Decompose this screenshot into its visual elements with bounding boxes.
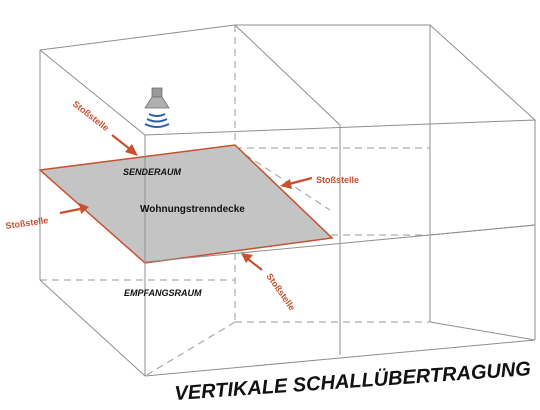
back-floor-edge-left (144, 321, 236, 377)
junction-arrow-left (59, 203, 89, 215)
junction-label-left: Stoßstelle (5, 215, 49, 231)
top-front-edge (39, 24, 537, 136)
junction-arrow-top (111, 134, 138, 156)
speaker-icon (144, 87, 170, 128)
upper-partition-diagonal (234, 147, 331, 211)
bottom-front-edge (144, 339, 536, 377)
bottom-right-edge (429, 321, 536, 341)
junction-label-top: Stoßstelle (71, 99, 111, 133)
bottom-left-edge (39, 279, 146, 377)
junction-arrow-right (280, 176, 313, 189)
sender-room-label: SENDERAUM (123, 167, 182, 177)
separating-floor-label: Wohnungstrenndecke (140, 204, 245, 215)
receiver-room-label: EMPFANGSRAUM (124, 288, 202, 298)
visible-edges (39, 24, 537, 377)
junction-arrows (59, 134, 313, 271)
junction-arrow-bottom (241, 253, 263, 271)
diagram-title: VERTIKALE SCHALLÜBERTRAGUNG (174, 357, 532, 405)
top-middle-edge (234, 24, 341, 126)
right-mid-level-edge (429, 224, 536, 236)
separating-floor-slab (38, 144, 334, 264)
junction-label-right: Stoßstelle (316, 175, 359, 185)
junction-label-bottom: Stoßstelle (264, 271, 297, 312)
